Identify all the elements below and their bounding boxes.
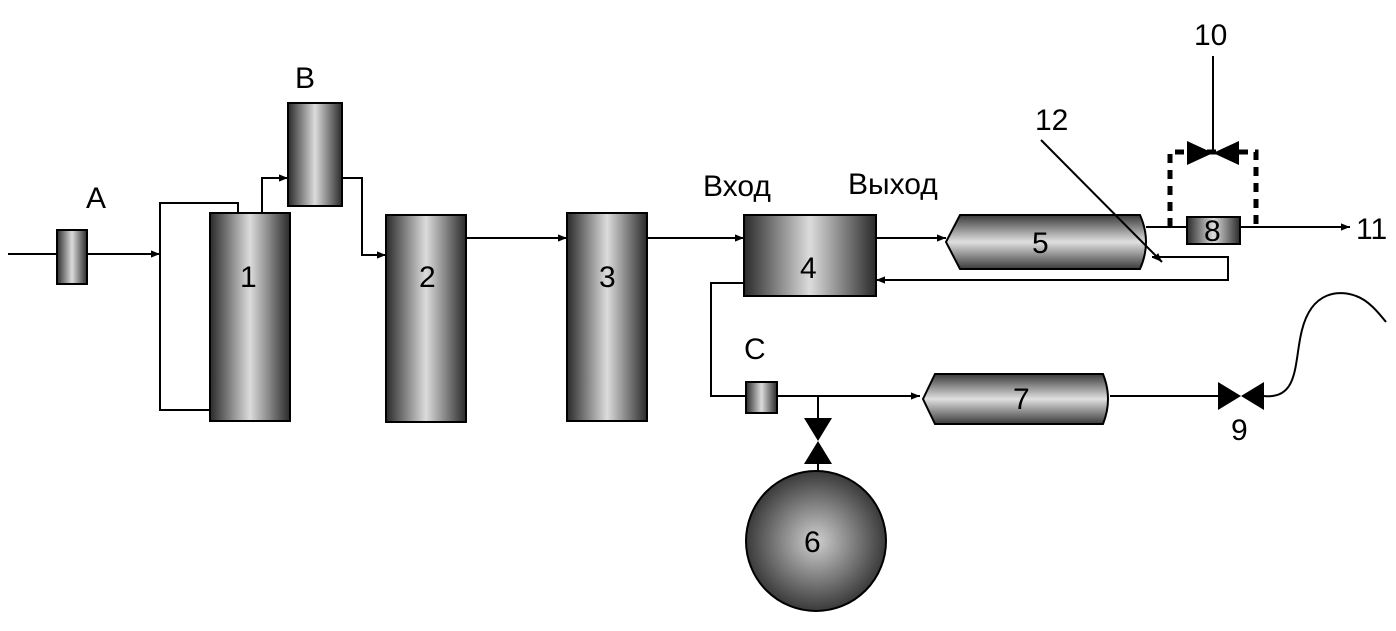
sphere-6 bbox=[745, 470, 887, 612]
line-1-to-b bbox=[261, 174, 288, 213]
return-line-to-4 bbox=[876, 256, 1229, 284]
label-3: 3 bbox=[599, 261, 616, 294]
component-8 bbox=[1186, 216, 1241, 245]
column-1 bbox=[209, 212, 291, 422]
column-2 bbox=[385, 214, 467, 423]
label-c: C bbox=[744, 333, 766, 366]
column-3 bbox=[566, 212, 648, 422]
vessel-b bbox=[287, 102, 343, 207]
line-b-to-2 bbox=[342, 177, 386, 259]
pointer-12 bbox=[1040, 139, 1163, 263]
label-a: A bbox=[86, 182, 106, 215]
label-b: B bbox=[295, 62, 315, 95]
label-11: 11 bbox=[1356, 213, 1387, 246]
unit-4 bbox=[743, 214, 877, 297]
label-6: 6 bbox=[804, 526, 821, 559]
line-4-to-c bbox=[710, 282, 746, 397]
label-2: 2 bbox=[419, 261, 436, 294]
label-10: 10 bbox=[1194, 19, 1227, 52]
label-9: 9 bbox=[1231, 414, 1248, 447]
component-c bbox=[745, 381, 778, 414]
outlet-curve bbox=[1263, 292, 1387, 398]
label-12: 12 bbox=[1035, 104, 1068, 137]
label-5: 5 bbox=[1032, 227, 1049, 260]
label-inlet: Вход bbox=[703, 170, 771, 203]
label-1: 1 bbox=[240, 261, 257, 294]
label-8: 8 bbox=[1204, 215, 1221, 248]
label-4: 4 bbox=[800, 252, 817, 285]
component-a bbox=[56, 229, 88, 285]
bypass-loop bbox=[159, 202, 239, 411]
label-outlet: Выход bbox=[848, 168, 938, 201]
vessel-7 bbox=[921, 373, 1109, 425]
vessel-5 bbox=[944, 214, 1147, 270]
valve-9-icon bbox=[1218, 382, 1264, 410]
label-7: 7 bbox=[1013, 383, 1030, 416]
valve-6-icon bbox=[804, 418, 832, 464]
